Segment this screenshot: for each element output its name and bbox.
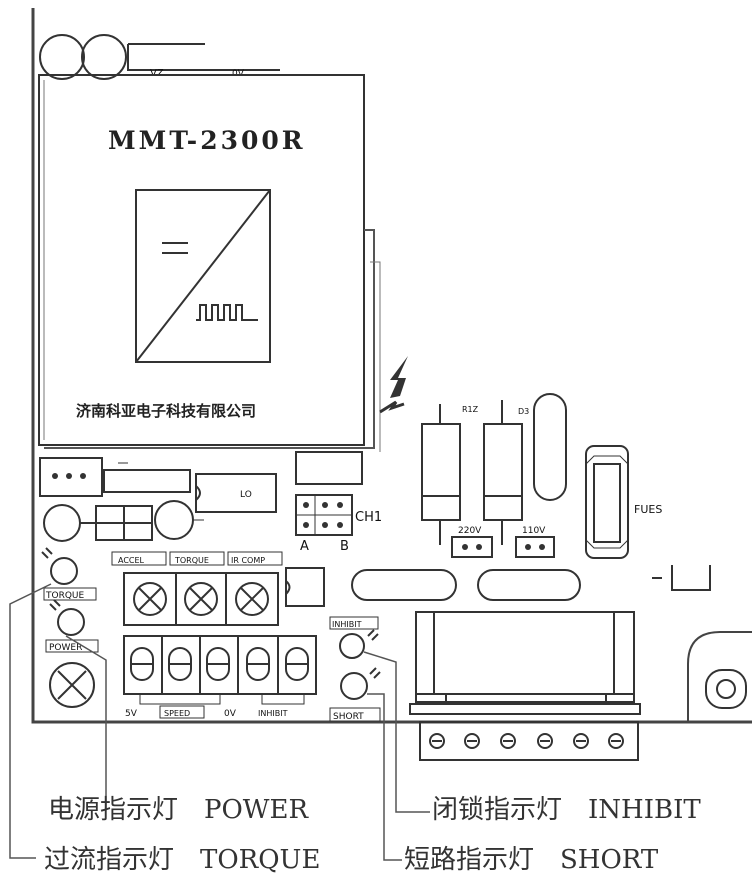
jumper-b-label: B bbox=[340, 539, 349, 554]
label-220v: 220V bbox=[458, 526, 482, 536]
inhibit-callout: 闭锁指示灯 INHIBIT bbox=[432, 795, 701, 825]
top-capacitor-2 bbox=[81, 34, 127, 80]
torque-led-label: TORQUE bbox=[45, 591, 85, 601]
jumper-110v bbox=[515, 536, 555, 558]
potentiometer-block bbox=[123, 572, 279, 626]
speed-label: SPEED bbox=[164, 709, 190, 718]
top-label-vz: VZ bbox=[150, 68, 164, 79]
converter-symbol bbox=[135, 189, 271, 363]
short-led-label: SHORT bbox=[333, 712, 364, 722]
torque-pot-label: TORQUE bbox=[174, 556, 209, 565]
jumper-220v bbox=[451, 536, 493, 558]
module-model: MMT-2300R bbox=[108, 126, 306, 155]
torque-led bbox=[50, 557, 78, 585]
short-led bbox=[340, 672, 368, 700]
torque-leader-line bbox=[9, 583, 52, 859]
power-lamp bbox=[49, 662, 95, 708]
module-box bbox=[38, 74, 365, 446]
power-terminal-block bbox=[415, 611, 635, 703]
torque-callout: 过流指示灯 TORQUE bbox=[44, 845, 320, 875]
short-leader-line bbox=[367, 693, 402, 861]
resistor-1-label: R1Z bbox=[462, 405, 479, 414]
power-led-label: POWER bbox=[49, 643, 82, 653]
power-leader-line bbox=[65, 635, 107, 808]
lo-label: LO bbox=[240, 490, 252, 500]
module-company: 济南科亚电子科技有限公司 bbox=[76, 402, 256, 420]
resistor-1 bbox=[421, 423, 461, 521]
resistor-2-label: D3 bbox=[518, 407, 529, 416]
ir-comp-label: IR COMP bbox=[231, 556, 265, 565]
inhibit-terminal-label: INHIBIT bbox=[258, 709, 288, 718]
inhibit-led bbox=[339, 633, 365, 659]
jumper-a-label: A bbox=[300, 539, 309, 554]
accel-label: ACCEL bbox=[118, 556, 145, 565]
ch1-label: CH1 bbox=[355, 510, 382, 525]
power-callout: 电源指示灯 POWER bbox=[48, 795, 310, 825]
top-capacitor-1 bbox=[39, 34, 85, 80]
lightning-icon bbox=[390, 356, 408, 398]
board-outline bbox=[31, 8, 752, 724]
fuse-label: FUES bbox=[634, 503, 662, 516]
short-callout: 短路指示灯 SHORT bbox=[404, 845, 659, 875]
terminal-0v-label: 0V bbox=[224, 709, 237, 719]
power-connector bbox=[39, 457, 103, 497]
resistor-2 bbox=[483, 423, 523, 521]
inhibit-led-label: INHIBIT bbox=[332, 620, 362, 629]
label-110v: 110V bbox=[522, 526, 546, 536]
fuse-holder bbox=[585, 445, 629, 559]
power-led bbox=[57, 608, 85, 636]
lo-component bbox=[195, 473, 277, 513]
terminal-5v-label: 5V bbox=[125, 709, 138, 719]
inhibit-leader-line bbox=[363, 651, 430, 813]
